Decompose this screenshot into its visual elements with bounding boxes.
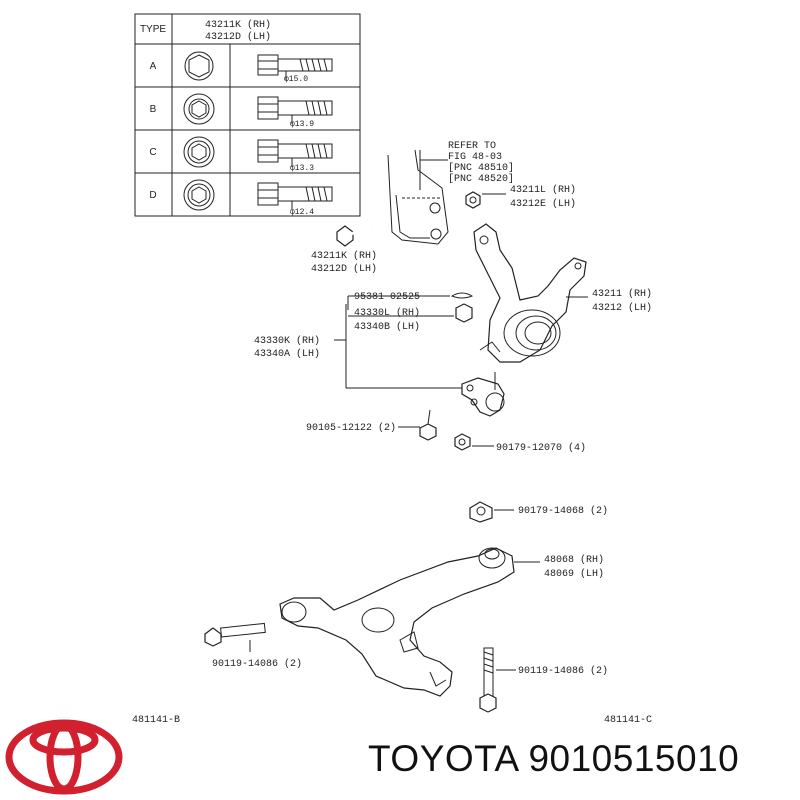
ball-joint-drawing bbox=[461, 372, 505, 417]
ref-code-left: 481141-B bbox=[132, 715, 180, 726]
bolt-43211k bbox=[336, 224, 373, 247]
dim-label-c: φ13.3 bbox=[290, 164, 314, 173]
bolt-head-icon-b bbox=[183, 93, 215, 125]
label-43211l-rh: 43211L (RH) bbox=[510, 184, 576, 196]
castle-nut-43330l bbox=[455, 303, 473, 323]
table-header-part-lh: 43212D (LH) bbox=[205, 31, 271, 43]
dim-label-d: φ12.4 bbox=[290, 208, 314, 217]
label-43330k-rh: 43330K (RH) bbox=[254, 335, 320, 347]
lower-control-arm-drawing bbox=[279, 547, 515, 697]
bolt-side-icon-d bbox=[257, 182, 333, 206]
dim-label-b: φ13.9 bbox=[290, 120, 314, 129]
label-refer-1: REFER TO bbox=[448, 141, 496, 152]
table-row-type-c: C bbox=[149, 147, 156, 158]
brand-part-number: TOYOTA 9010515010 bbox=[368, 738, 740, 779]
bolt-90119-left bbox=[204, 622, 266, 647]
bolt-side-icon-a bbox=[257, 54, 333, 76]
bolt-head-icon-d bbox=[183, 179, 215, 211]
label-43212-lh: 43212 (LH) bbox=[592, 302, 652, 314]
bolt-type-table: TYPE 43211K (RH) 43212D (LH) A B C D bbox=[134, 13, 361, 217]
label-48068-rh: 48068 (RH) bbox=[544, 554, 604, 566]
nut-43211l bbox=[465, 191, 481, 209]
bolt-90119-right bbox=[479, 647, 497, 713]
bolt-head-icon-c bbox=[183, 136, 215, 168]
bolt-head-icon-a bbox=[184, 51, 214, 81]
label-43211k-rh: 43211K (RH) bbox=[311, 250, 377, 262]
strut-bracket-drawing bbox=[387, 149, 449, 245]
label-95381: 95381-02525 bbox=[354, 292, 420, 303]
table-header-part-rh: 43211K (RH) bbox=[205, 19, 271, 31]
label-90105: 90105-12122 (2) bbox=[306, 422, 396, 434]
label-43211-rh: 43211 (RH) bbox=[592, 288, 652, 300]
label-90179-14068: 90179-14068 (2) bbox=[518, 505, 608, 517]
toyota-logo-icon bbox=[5, 719, 123, 795]
label-refer-3: [PNC 48510] bbox=[448, 162, 514, 174]
steering-knuckle-drawing bbox=[473, 223, 587, 363]
bolt-side-icon-c bbox=[257, 139, 333, 163]
label-43340b-lh: 43340B (LH) bbox=[354, 321, 420, 333]
label-refer-4: [PNC 48520] bbox=[448, 173, 514, 185]
label-90119-right: 90119-14086 (2) bbox=[518, 665, 608, 677]
label-43212e-lh: 43212E (LH) bbox=[510, 198, 576, 210]
nut-90179-14068 bbox=[469, 501, 493, 523]
label-43330l-rh: 43330L (RH) bbox=[354, 307, 420, 319]
cotter-pin-95381 bbox=[450, 292, 474, 299]
label-90179-12070: 90179-12070 (4) bbox=[496, 442, 586, 454]
table-row-type-d: D bbox=[149, 190, 156, 201]
bolt-side-icon-b bbox=[257, 96, 333, 120]
table-row-type-a: A bbox=[150, 61, 157, 72]
label-90119-left: 90119-14086 (2) bbox=[212, 658, 302, 670]
nut-90179-12070 bbox=[454, 433, 471, 451]
table-header-type: TYPE bbox=[140, 24, 166, 35]
label-48069-lh: 48069 (LH) bbox=[544, 568, 604, 580]
dim-label-a: φ15.0 bbox=[284, 75, 308, 84]
table-row-type-b: B bbox=[150, 104, 157, 115]
label-43340a-lh: 43340A (LH) bbox=[254, 348, 320, 360]
ref-code-right: 481141-C bbox=[604, 715, 652, 726]
label-43212d-lh: 43212D (LH) bbox=[311, 263, 377, 275]
bolt-90105 bbox=[419, 409, 437, 441]
label-refer-2: FIG 48-03 bbox=[448, 152, 502, 163]
